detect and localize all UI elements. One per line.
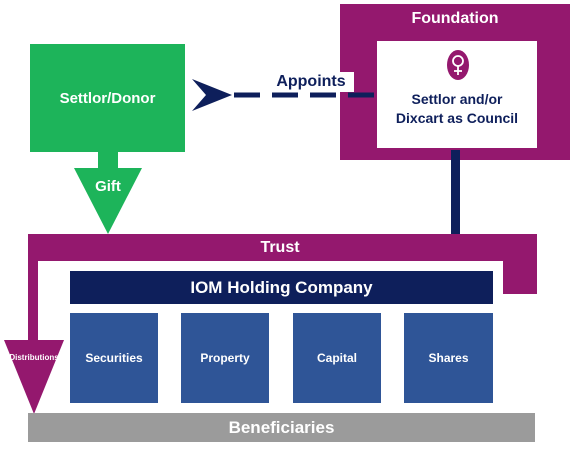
asset-label: Capital — [316, 351, 357, 365]
trust-right-wall — [503, 261, 537, 294]
asset-property: Property — [181, 313, 269, 403]
beneficiaries-bar: Beneficiaries — [28, 413, 535, 442]
council-trust-connector — [451, 150, 460, 235]
holding-company-bar: IOM Holding Company — [70, 271, 493, 304]
beneficiaries-label: Beneficiaries — [228, 417, 335, 437]
settlor-donor-box: Settlor/Donor — [30, 44, 185, 152]
asset-capital: Capital — [293, 313, 381, 403]
distributions-arrow — [4, 340, 64, 414]
asset-label: Property — [200, 351, 250, 365]
council-label: Settlor and/or Dixcart as Council — [377, 87, 537, 131]
gift-arrow — [74, 152, 142, 234]
foundation-header: Foundation — [340, 4, 570, 33]
council-box: Settlor and/or Dixcart as Council — [373, 37, 541, 152]
appoints-label: Appoints — [268, 72, 354, 92]
council-line-2: Dixcart as Council — [395, 110, 519, 126]
trust-label: Trust — [200, 234, 360, 261]
appoints-arrow — [192, 79, 374, 111]
appoints-text: Appoints — [276, 73, 346, 90]
asset-label: Securities — [85, 351, 143, 365]
trust-top-bar — [28, 234, 537, 261]
asset-shares: Shares — [404, 313, 493, 403]
gift-label: Gift — [74, 176, 142, 196]
foundation-label: Foundation — [411, 9, 499, 27]
trust-text: Trust — [260, 238, 300, 256]
asset-label: Shares — [428, 351, 469, 365]
asset-securities: Securities — [70, 313, 158, 403]
distributions-text: Distributions — [9, 352, 59, 362]
settlor-donor-label: Settlor/Donor — [59, 89, 156, 107]
gift-text: Gift — [95, 177, 121, 195]
distributions-label: Distributions — [4, 350, 64, 364]
council-line-1: Settlor and/or — [411, 91, 503, 107]
trust-left-wall — [28, 261, 38, 341]
holding-company-label: IOM Holding Company — [190, 277, 373, 297]
female-symbol-icon — [447, 50, 469, 80]
